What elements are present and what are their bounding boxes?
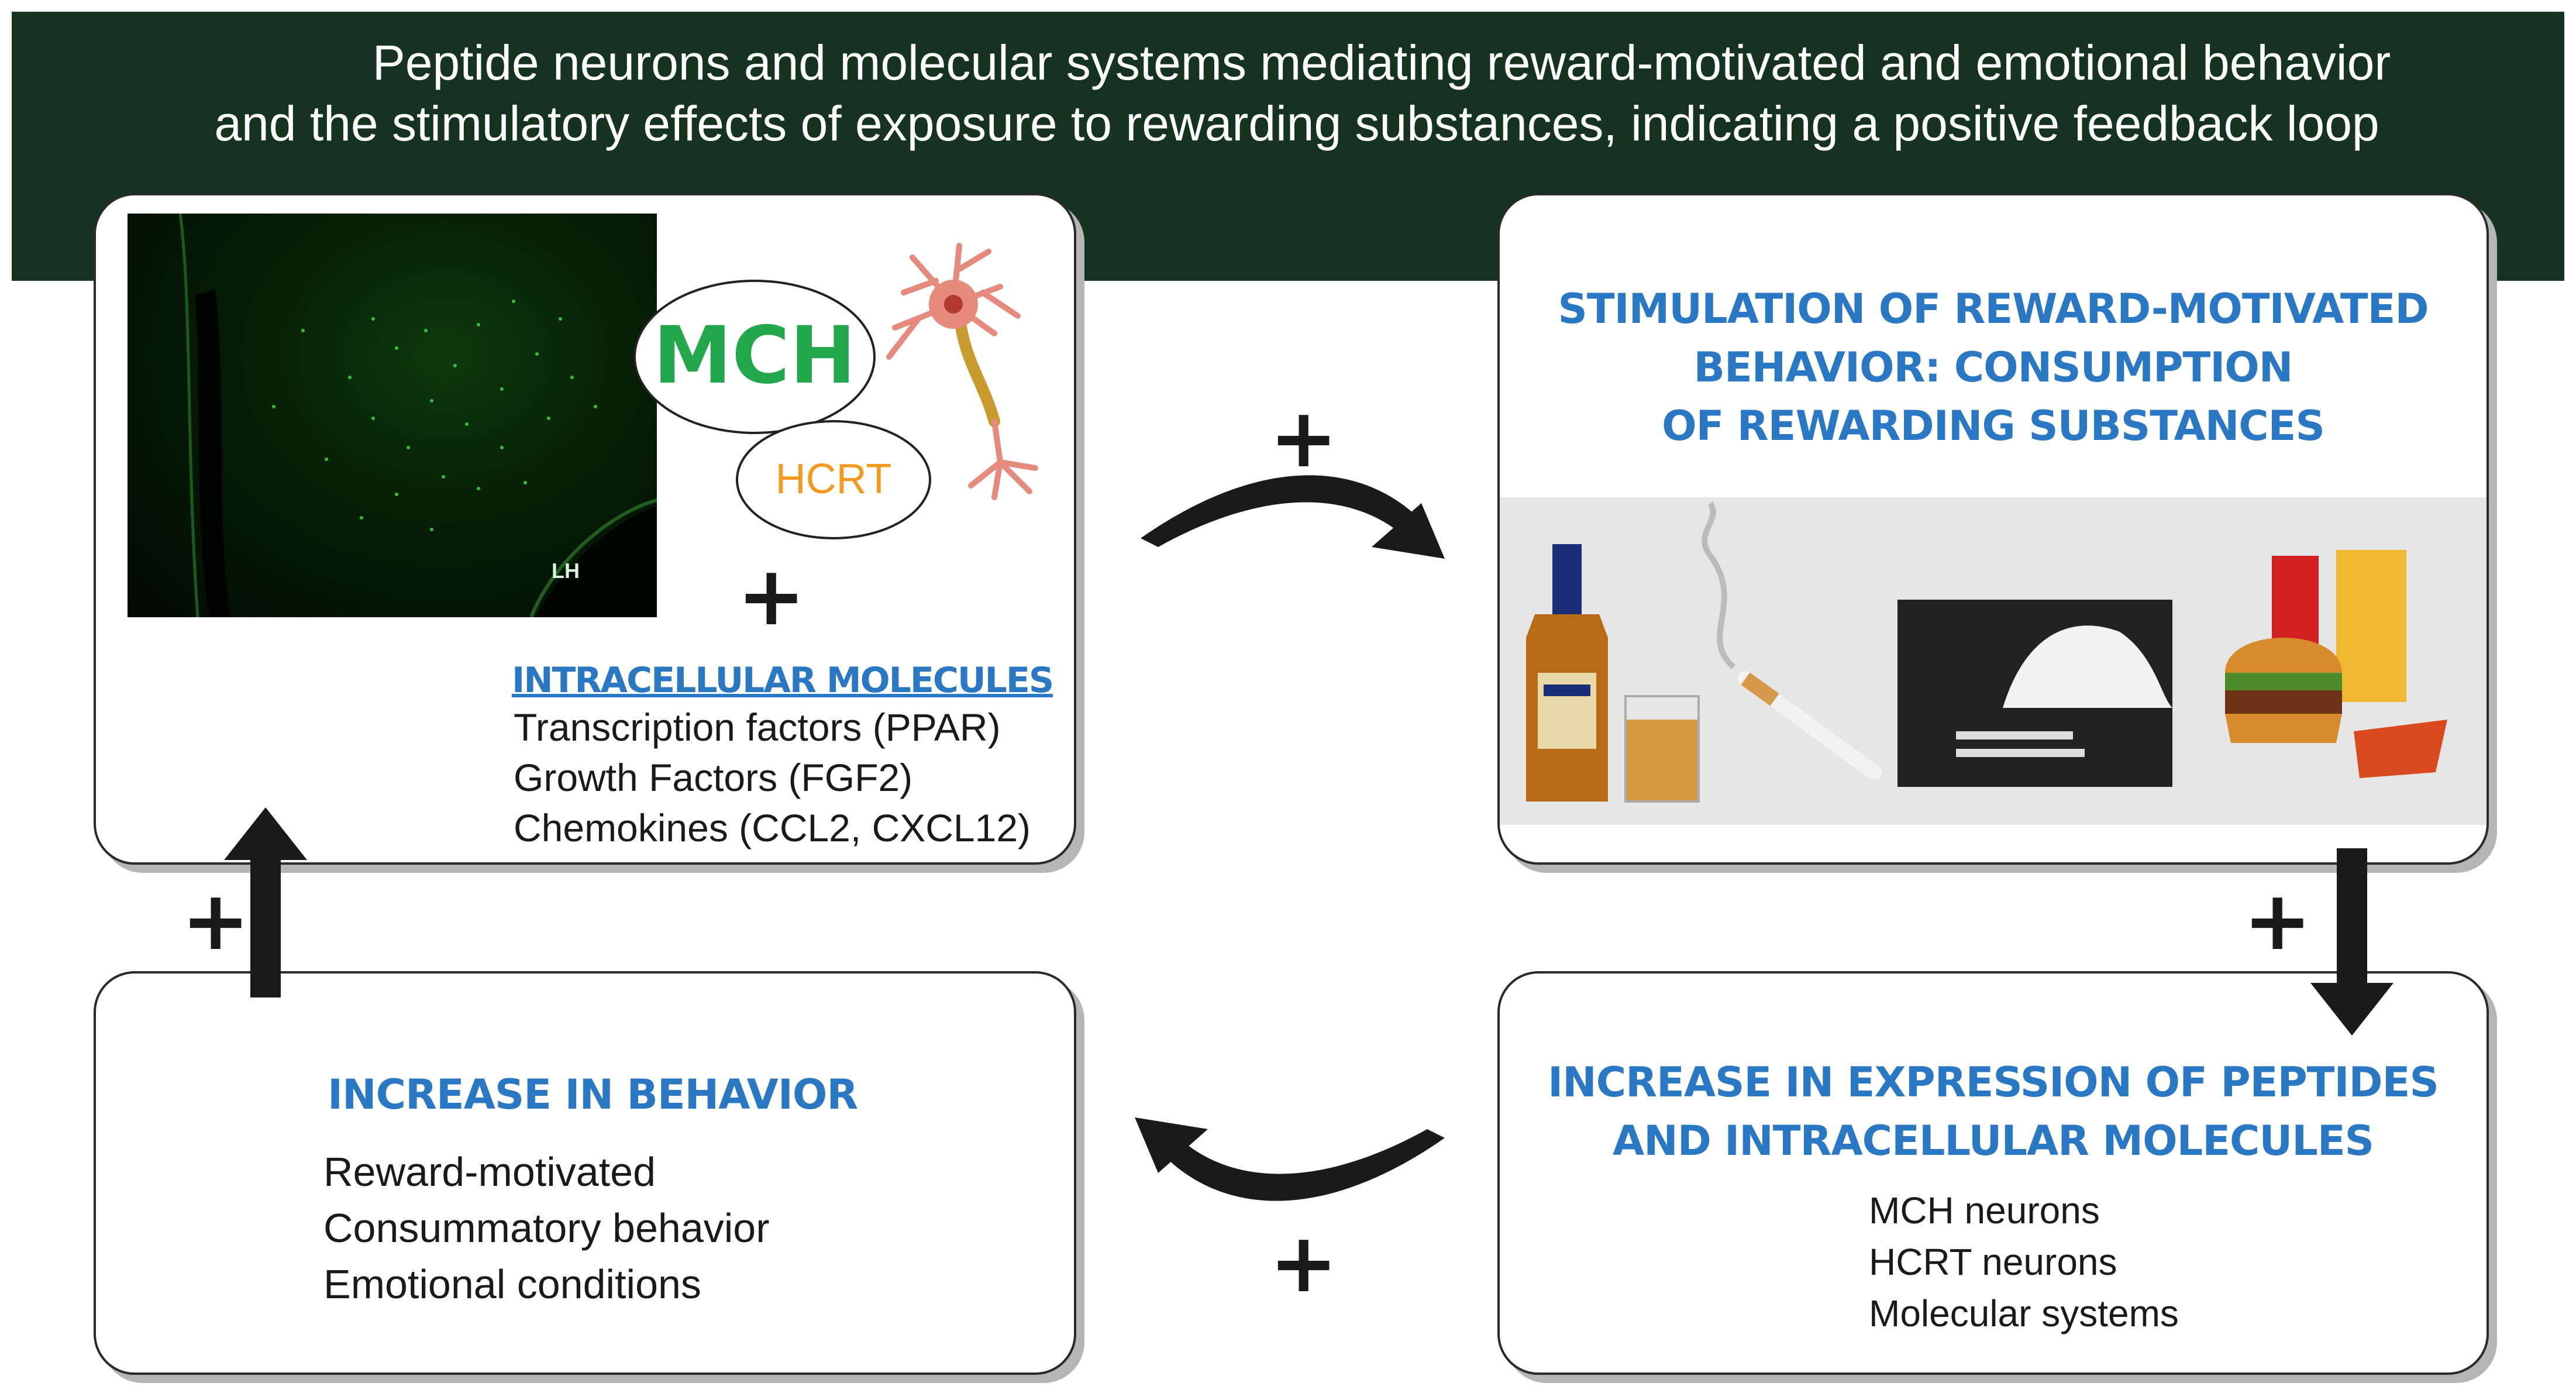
expression-heading-line: INCREASE IN EXPRESSION OF PEPTIDES bbox=[1548, 1058, 2439, 1106]
reward-heading-line: STIMULATION OF REWARD-MOTIVATED bbox=[1558, 285, 2429, 333]
title-line-2: and the stimulatory effects of exposure … bbox=[214, 96, 2379, 151]
micrograph-texture bbox=[178, 214, 657, 617]
plus-right-arrow: + bbox=[2243, 873, 2312, 969]
substances-illustration bbox=[1526, 501, 2447, 803]
expression-heading-line: AND INTRACELLULAR MOLECULES bbox=[1612, 1117, 2374, 1165]
whisky-glass-icon bbox=[1624, 695, 1700, 803]
intracellular-item: Transcription factors (PPAR) bbox=[514, 706, 1001, 749]
intracellular-heading: INTRACELLULAR MOLECULES bbox=[512, 660, 1054, 701]
lh-micrograph: LH bbox=[128, 214, 657, 617]
curved-arrow-left-icon bbox=[1158, 1129, 1445, 1201]
behavior-item: Consummatory behavior bbox=[323, 1205, 770, 1251]
expression-item: HCRT neurons bbox=[1869, 1241, 2117, 1283]
plus-left-arrow: + bbox=[181, 873, 250, 969]
expression-item: Molecular systems bbox=[1869, 1292, 2179, 1334]
whisky-bottle-icon bbox=[1526, 544, 1608, 802]
expression-heading: INCREASE IN EXPRESSION OF PEPTIDES AND I… bbox=[1497, 1053, 2489, 1170]
intracellular-item: Growth Factors (FGF2) bbox=[514, 756, 913, 799]
intracellular-list: Transcription factors (PPAR) Growth Fact… bbox=[514, 702, 1031, 853]
reward-heading-line: OF REWARDING SUBSTANCES bbox=[1662, 402, 2325, 450]
behavior-item: Emotional conditions bbox=[323, 1261, 701, 1307]
arrowhead-left-icon bbox=[1135, 1117, 1208, 1173]
reward-heading: STIMULATION OF REWARD-MOTIVATED BEHAVIOR… bbox=[1497, 280, 2489, 455]
mch-label: MCH bbox=[653, 309, 856, 401]
title-text: Peptide neurons and molecular systems me… bbox=[0, 32, 2576, 154]
plus-bottom-arrow: + bbox=[1269, 1216, 1338, 1311]
title-line-1: Peptide neurons and molecular systems me… bbox=[372, 35, 2391, 90]
lh-label: LH bbox=[552, 559, 580, 583]
reward-heading-line: BEHAVIOR: CONSUMPTION bbox=[1693, 343, 2293, 391]
rewarding-substances-photos bbox=[1500, 497, 2487, 825]
hcrt-label: HCRT bbox=[775, 456, 892, 503]
behavior-heading: INCREASE IN BEHAVIOR bbox=[328, 1071, 858, 1119]
arrowhead-right-icon bbox=[1372, 503, 1445, 559]
behavior-item: Reward-motivated bbox=[323, 1149, 656, 1195]
intracellular-item: Chemokines (CCL2, CXCL12) bbox=[514, 806, 1031, 849]
cigarette-icon bbox=[1702, 501, 1882, 780]
fast-food-icon bbox=[2225, 550, 2447, 778]
expression-item: MCH neurons bbox=[1869, 1189, 2100, 1232]
plus-molecules: + bbox=[737, 549, 806, 644]
plus-top-arrow: + bbox=[1269, 391, 1338, 486]
down-arrow-shaft-icon bbox=[2337, 848, 2367, 989]
behavior-list: Reward-motivated Consummatory behavior E… bbox=[323, 1144, 770, 1312]
powder-icon bbox=[1897, 600, 2172, 787]
expression-list: MCH neurons HCRT neurons Molecular syste… bbox=[1869, 1185, 2179, 1339]
reward-consumption-box bbox=[1497, 193, 2489, 865]
expression-box bbox=[1497, 971, 2489, 1375]
behavior-box bbox=[94, 971, 1076, 1375]
